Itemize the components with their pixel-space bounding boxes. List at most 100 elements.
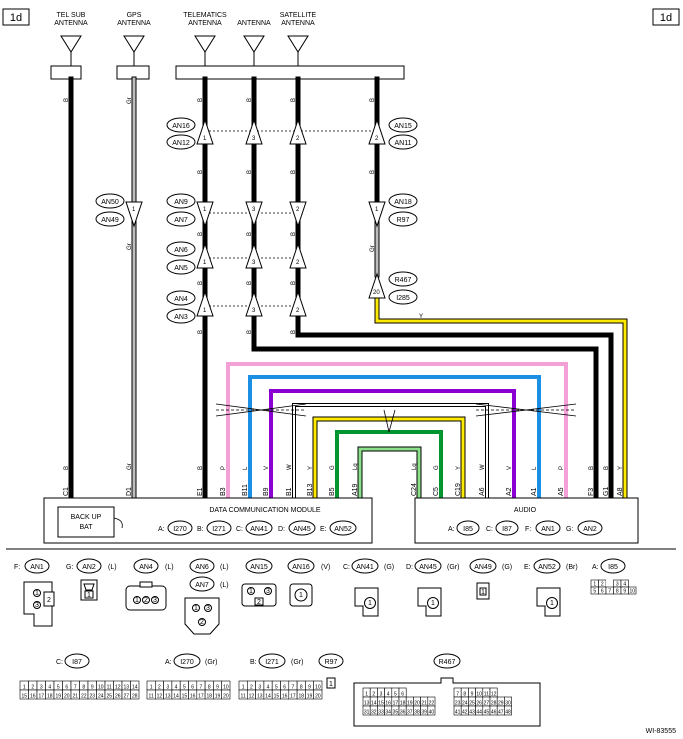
legend-an45-pin-text: 1 [431, 600, 435, 607]
pin-cell-label: 3 [166, 684, 169, 690]
code-b-tel-5: B [198, 330, 204, 334]
antenna-telematics-label-2: ANTENNA [188, 20, 222, 27]
legend-an1-tab [43, 591, 55, 607]
code-b-g1: B [604, 466, 610, 470]
backup-bat-box [57, 506, 115, 538]
pin-cell-label: 19 [307, 693, 313, 699]
dcm-conn-b-oval [206, 520, 232, 536]
legend-r467-name: R467 [439, 659, 456, 666]
wire-y2 [313, 417, 465, 499]
pin-cell-label: 11 [484, 691, 489, 697]
antenna-box-shared [175, 65, 405, 80]
pin-an9-2: 2 [296, 207, 300, 213]
code-b-ant-1: B [247, 98, 253, 102]
pin-cell-label: 46 [491, 709, 497, 715]
code-b-right-1: B [370, 98, 376, 102]
audio-conn-a-oval [456, 520, 480, 536]
pin-cell-label: 15 [378, 700, 384, 706]
legend-an7-color: (L) [220, 582, 229, 589]
code-p-a5: P [559, 466, 565, 470]
backup-bat-lead [113, 517, 123, 529]
connector-tag-an11-text: AN11 [395, 140, 412, 147]
pin-cell-label: 44 [476, 709, 482, 715]
legend-an1-prefix: F: [14, 564, 20, 571]
dcm-conn-e: AN52 [334, 526, 352, 533]
pin-cell-label: 41 [455, 709, 461, 715]
legend-an52-name: AN52 [538, 564, 556, 571]
legend-an1-pin3-text: 3 [35, 602, 39, 609]
code-y-a8: Y [618, 466, 624, 470]
pin-cell-label: 4 [267, 684, 270, 690]
pin-cell-label: 2 [601, 581, 604, 587]
connector-tag-an50-text: AN50 [101, 199, 119, 206]
legend-an2-prefix: G: [66, 564, 73, 571]
pin-cell-label: 8 [616, 588, 619, 594]
pin-cell [504, 705, 512, 716]
connector-tag-an12-text: AN12 [172, 140, 190, 147]
wire-lg [358, 447, 421, 499]
wires [68, 76, 628, 500]
pin-a19: A19 [352, 483, 359, 496]
legend-an45-oval [414, 558, 442, 574]
legend-an41-name: AN41 [356, 564, 374, 571]
inline-connector-symbols [125, 118, 386, 317]
wire-p [226, 362, 568, 499]
pin-cell-label: 22 [81, 693, 87, 699]
pin-cell-label: 1 [23, 684, 26, 690]
legend-an4-pin1-text: 1 [135, 597, 139, 604]
pin-cell-label: 5 [593, 588, 596, 594]
code-b-ant-2: B [247, 170, 253, 174]
connector-tag-an6 [166, 241, 196, 257]
legend-an15-pin3-text: 3 [266, 588, 270, 595]
pin-cell [427, 705, 436, 716]
legend-an2-pin-text: 1 [87, 592, 91, 599]
pin-a1: A1 [531, 487, 538, 496]
pin-cell-label: 20 [414, 700, 420, 706]
shield-dotted-lines [205, 130, 377, 307]
legend-an1-pin1-text: 1 [35, 590, 39, 597]
pin-cell-label: 5 [394, 691, 397, 697]
legend-an16-ring [294, 588, 308, 602]
pin-cell-label: 36 [400, 709, 406, 715]
connector-tag-an5-text: AN5 [174, 265, 188, 272]
pin-cell-label: 18 [400, 700, 406, 706]
connector-tag-an50 [95, 193, 125, 209]
pin-cell-label: 21 [72, 693, 78, 699]
pin-cell-label: 20 [223, 693, 229, 699]
pin-a2: A2 [506, 487, 513, 496]
pin-an6-3: 3 [252, 260, 256, 266]
legend-an6-name: AN6 [195, 564, 209, 571]
antenna-icon-gps [123, 35, 145, 66]
connector-tag-an16 [166, 117, 196, 133]
pin-cell-label: 11 [241, 693, 246, 699]
legend-r97-pin-text: 1 [329, 681, 333, 688]
pin-cell-label: 16 [282, 693, 288, 699]
pin-cell-label: 34 [385, 709, 391, 715]
pin-cell-label: 24 [462, 700, 468, 706]
pin-cell-label: 9 [91, 684, 94, 690]
pin-cell-label: 16 [385, 700, 391, 706]
pin-cell [221, 689, 231, 700]
inline-connector-an6-satellite [289, 242, 307, 269]
pin-cell [130, 689, 140, 700]
legend-i87-name: I87 [72, 659, 82, 666]
pin-b1: B1 [286, 487, 293, 496]
pin-an50-1: 1 [132, 207, 136, 213]
pin-cell-label: 27 [123, 693, 129, 699]
code-b-sat-1: B [291, 98, 297, 102]
legend-an41-prefix: C: [343, 564, 350, 571]
pin-cell-label: 13 [257, 693, 263, 699]
pin-cell-label: 13 [165, 693, 171, 699]
pin-cell-label: 43 [469, 709, 475, 715]
pin-cell-label: 17 [198, 693, 204, 699]
pin-cell-label: 27 [484, 700, 490, 706]
legend-an45-color: (Gr) [447, 564, 459, 571]
connector-tag-an9-text: AN9 [174, 199, 188, 206]
pin-cell-label: 25 [106, 693, 112, 699]
legend-an6-color: (L) [220, 564, 229, 571]
pin-an16-3: 3 [252, 136, 256, 142]
pin-cell [313, 689, 323, 700]
pin-cell-label: 8 [463, 691, 466, 697]
pin-cell-label: 30 [505, 700, 511, 706]
